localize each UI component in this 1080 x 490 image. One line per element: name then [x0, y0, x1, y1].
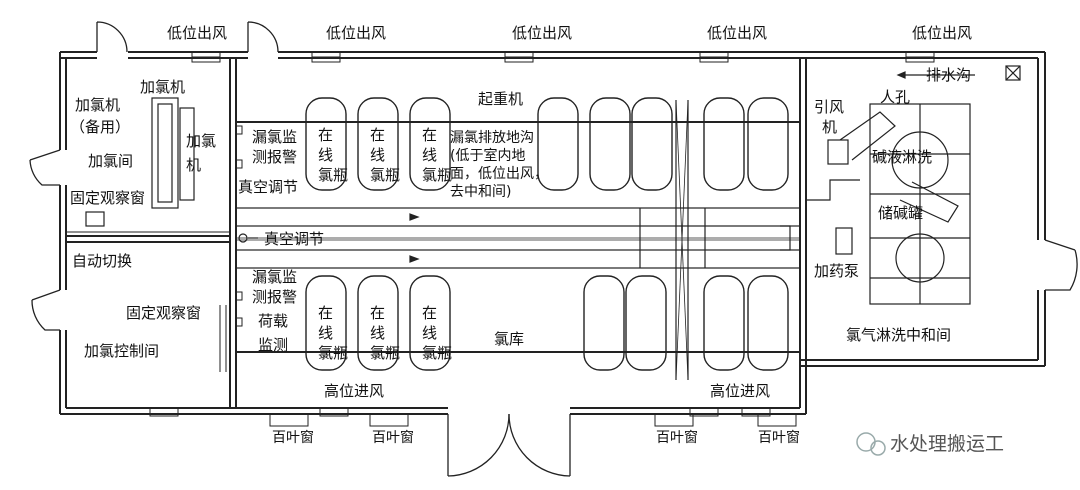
- cyl-label-4b: 线: [318, 324, 333, 342]
- label-alkali-shower: 碱液淋洗: [872, 148, 932, 166]
- cyl-label-3c: 氯瓶: [422, 166, 452, 184]
- label-fan-1: 引风: [814, 98, 844, 116]
- label-storage: 氯库: [494, 330, 524, 348]
- label-louver-2: 百叶窗: [372, 429, 414, 446]
- watermark: 水处理搬运工: [856, 432, 1004, 456]
- cyl-label-6: 在: [422, 304, 437, 322]
- cyl-label-1b: 线: [318, 146, 333, 164]
- cyl-label-2b: 线: [370, 146, 385, 164]
- label-exhaust-5: 低位出风: [912, 24, 972, 42]
- label-louver-1: 百叶窗: [272, 429, 314, 446]
- label-crane: 起重机: [478, 90, 523, 108]
- doors: [29, 21, 1078, 477]
- label-control-room: 加氯控制间: [84, 342, 159, 360]
- cyl-label-5b: 线: [370, 324, 385, 342]
- label-alkali-tank: 储碱罐: [878, 204, 923, 222]
- label-load: 荷载: [258, 312, 288, 330]
- label-intake-1: 高位进风: [324, 382, 384, 400]
- label-vacuum-1: 真空调节: [238, 178, 298, 196]
- label-exhaust-4: 低位出风: [707, 24, 767, 42]
- label-chlorinator-v1: 加氯: [186, 132, 216, 150]
- cyl-label-4c: 氯瓶: [318, 344, 348, 362]
- label-exhaust-3: 低位出风: [512, 24, 572, 42]
- cyl-label-6b: 线: [422, 324, 437, 342]
- label-trench-3: 面，低位出风，: [450, 166, 548, 182]
- cyl-label-6c: 氯瓶: [422, 344, 452, 362]
- outer-walls: [59, 51, 1046, 415]
- label-fan-2: 机: [822, 118, 837, 136]
- cyl-label-2: 在: [370, 126, 385, 144]
- leak-drain-trench: [235, 207, 801, 269]
- label-trench-2: (低于室内地: [450, 147, 525, 164]
- label-leak-alarm-2b: 测报警: [252, 288, 297, 306]
- cylinders-top-row: [305, 97, 789, 191]
- wall-sensors: [235, 125, 243, 327]
- label-leak-alarm-1b: 测报警: [252, 148, 297, 166]
- label-exhaust-1: 低位出风: [167, 24, 227, 42]
- watermark-text: 水处理搬运工: [890, 433, 1004, 455]
- cyl-label-2c: 氯瓶: [370, 166, 400, 184]
- cyl-label-5c: 氯瓶: [370, 344, 400, 362]
- label-fixed-window-1: 固定观察窗: [70, 189, 145, 207]
- exhaust-vents: [149, 51, 935, 417]
- label-chlorinator-left: 加氯机: [75, 96, 120, 114]
- label-louver-3: 百叶窗: [656, 429, 698, 446]
- label-scrubber-room: 氯气淋洗中和间: [846, 326, 951, 344]
- cylinder-labels: 在 线 氯瓶 在 线 氯瓶 在 线 氯瓶 在 线 氯瓶 在 线 氯瓶 在 线 氯…: [318, 126, 452, 362]
- label-leak-alarm-2a: 漏氯监: [252, 268, 297, 286]
- label-vacuum-2: 真空调节: [264, 230, 324, 248]
- label-chlorination-room: 加氯间: [88, 152, 133, 170]
- label-exhaust-2: 低位出风: [326, 24, 386, 42]
- label-leak-alarm-1a: 漏氯监: [252, 128, 297, 146]
- label-intake-2: 高位进风: [710, 382, 770, 400]
- label-trench-4: 去中和间): [450, 184, 511, 200]
- cyl-label-3b: 线: [422, 146, 437, 164]
- label-louver-4: 百叶窗: [758, 429, 800, 446]
- cyl-label-5: 在: [370, 304, 385, 322]
- cyl-label-1: 在: [318, 126, 333, 144]
- cyl-label-3: 在: [422, 126, 437, 144]
- label-standby: （备用）: [70, 118, 130, 136]
- label-dosing-pump: 加药泵: [814, 262, 859, 280]
- observation-window-2: [219, 305, 227, 372]
- label-manhole: 人孔: [880, 88, 910, 106]
- label-chlorinator-standby: 加氯机: [140, 78, 185, 96]
- label-fixed-window-2: 固定观察窗: [126, 304, 201, 322]
- cyl-label-4: 在: [318, 304, 333, 322]
- label-trench-1: 漏氯排放地沟: [450, 130, 534, 146]
- label-monitor: 监测: [258, 336, 288, 354]
- chlorinators: [85, 97, 195, 227]
- louver-windows: [269, 413, 797, 427]
- labels: 低位出风 低位出风 低位出风 低位出风 低位出风 加氯机 加氯机 （备用） 加氯…: [70, 24, 972, 446]
- label-drain-ditch: 排水沟: [926, 66, 971, 84]
- cyl-label-1c: 氯瓶: [318, 166, 348, 184]
- wechat-icon: [856, 432, 876, 452]
- label-chlorinator-v2: 机: [186, 156, 201, 174]
- label-auto-switch: 自动切换: [72, 252, 132, 270]
- scrubber-equipment: [806, 65, 1021, 305]
- cylinders-bottom-row: [305, 275, 789, 371]
